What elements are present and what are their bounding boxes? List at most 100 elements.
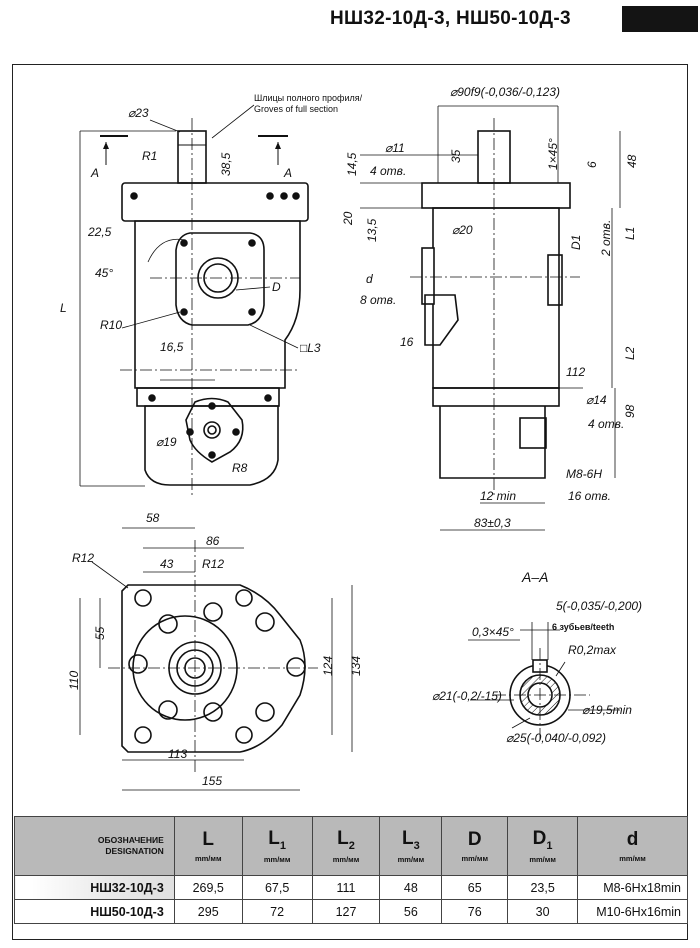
- dim-35: 35: [449, 149, 463, 163]
- dim-113: 113: [168, 747, 187, 761]
- cell-L: 295: [173, 899, 243, 924]
- dim-5: 5(-0,035/-0,200): [556, 599, 642, 613]
- dim-6: 6: [585, 161, 599, 168]
- col-subscript: 1: [546, 839, 553, 852]
- dim-13-5: 13,5: [365, 218, 379, 242]
- col-subscript: 3: [413, 839, 420, 852]
- cell-L3: 48: [379, 875, 443, 900]
- dim-r12-right: R12: [202, 557, 224, 571]
- drawing-frame: [12, 64, 688, 940]
- note-grooves-ru: Шлицы полного профиля/: [254, 93, 363, 103]
- col-symbol: d: [626, 829, 639, 850]
- dim-6-teeth: 6 зубьев/teeth: [552, 622, 614, 632]
- dim-2-holes: 2 отв.: [599, 220, 613, 257]
- col-unit: mm/мм: [461, 854, 488, 863]
- side-view: [421, 130, 571, 479]
- dim-83: 83±0,3: [474, 516, 511, 530]
- col-unit: mm/мм: [263, 854, 291, 864]
- dim-55: 55: [93, 626, 107, 640]
- dim-phi25: ⌀25(-0,040/-0,092): [506, 731, 606, 745]
- cell-L2: 127: [311, 899, 381, 924]
- col-symbol: L: [202, 829, 215, 850]
- dim-98: 98: [623, 404, 637, 418]
- col-subscript: 2: [348, 839, 355, 852]
- page-title: НШ32-10Д-3, НШ50-10Д-3: [330, 8, 571, 29]
- dim-L1: L1: [623, 227, 637, 240]
- cell-L: 269,5: [173, 875, 243, 900]
- col-unit: mm/мм: [397, 854, 425, 864]
- dim-134: 134: [349, 656, 363, 676]
- dim-38-5: 38,5: [219, 152, 233, 176]
- dim-m8: M8-6H: [566, 467, 602, 481]
- designation-header: ОБОЗНАЧЕНИЕ DESIGNATION: [14, 816, 175, 876]
- dim-20: 20: [341, 211, 355, 226]
- front-view: [121, 130, 309, 486]
- dim-phi11: ⌀11: [385, 141, 405, 155]
- row-designation: НШ32-10Д-3: [14, 875, 175, 900]
- dim-L-label: L: [60, 301, 67, 315]
- dim-112: 112: [566, 365, 585, 379]
- designation-label-en: DESIGNATION: [105, 846, 164, 856]
- dim-58: 58: [146, 511, 160, 525]
- cell-D1: 23,5: [507, 875, 579, 900]
- dim-r12-left: R12: [72, 551, 94, 565]
- dim-r8: R8: [232, 461, 248, 475]
- dim-43: 43: [160, 557, 174, 571]
- dim-16: 16: [400, 335, 414, 349]
- col-unit: mm/мм: [194, 854, 222, 863]
- dim-8-holes: 8 отв.: [360, 293, 396, 307]
- cell-d: M10-6Hx16min: [577, 899, 688, 924]
- cell-L1: 67,5: [241, 875, 313, 900]
- dim-124: 124: [321, 656, 335, 676]
- title-color-block: [622, 6, 698, 32]
- dim-16-5: 16,5: [160, 340, 184, 354]
- dim-phi20: ⌀20: [452, 223, 473, 237]
- col-unit: mm/мм: [619, 854, 646, 863]
- dim-phi14: ⌀14: [586, 393, 607, 407]
- col-symbol: L: [268, 828, 280, 850]
- table-row: НШ32-10Д-3 269,5 67,5 111 48 65 23,5 M8-…: [14, 875, 688, 900]
- col-header-L1: L1 mm/мм: [241, 816, 313, 876]
- col-symbol: L: [402, 828, 414, 850]
- dim-14-5: 14,5: [345, 152, 359, 176]
- dim-shaft-diameter: ⌀23: [128, 106, 149, 120]
- section-mark-left: A: [90, 166, 99, 180]
- dim-48: 48: [625, 154, 639, 168]
- cell-L1: 72: [241, 899, 313, 924]
- dim-d: d: [366, 272, 373, 286]
- dim-phi-19: ⌀19: [156, 435, 177, 449]
- dim-chamfer: 1×45°: [546, 138, 560, 170]
- note-grooves-en: Groves of full section: [254, 104, 338, 114]
- col-header-L3: L3 mm/мм: [379, 816, 443, 876]
- col-symbol: D: [467, 829, 482, 850]
- bottom-view: [121, 584, 306, 753]
- dim-4-holes-bottom: 4 отв.: [588, 417, 624, 431]
- dim-phi19-5: ⌀19,5min: [582, 703, 632, 717]
- designation-label-ru: ОБОЗНАЧЕНИЕ: [97, 835, 164, 845]
- col-header-d: d mm/мм: [577, 816, 688, 876]
- dim-0-3-chamfer: 0,3×45°: [472, 625, 514, 639]
- dim-22-5: 22,5: [87, 225, 112, 239]
- cell-D1: 30: [507, 899, 579, 924]
- col-symbol: L: [337, 828, 349, 850]
- dim-110: 110: [67, 671, 81, 690]
- dim-155: 155: [202, 774, 222, 788]
- dim-4-holes-top: 4 отв.: [370, 164, 406, 178]
- cell-L2: 111: [311, 875, 381, 900]
- cell-L3: 56: [379, 899, 443, 924]
- col-subscript: 1: [279, 839, 286, 852]
- dim-phi21: ⌀21(-0,2/-15): [432, 689, 502, 703]
- dim-phi90: ⌀90f9(-0,036/-0,123): [450, 85, 560, 99]
- cell-d: M8-6Hx18min: [577, 875, 688, 900]
- cell-D: 65: [441, 875, 509, 900]
- section-title: A–A: [521, 569, 548, 585]
- dim-l3: □L3: [300, 341, 321, 355]
- dim-16-holes: 16 отв.: [568, 489, 611, 503]
- dim-r1: R1: [142, 149, 157, 163]
